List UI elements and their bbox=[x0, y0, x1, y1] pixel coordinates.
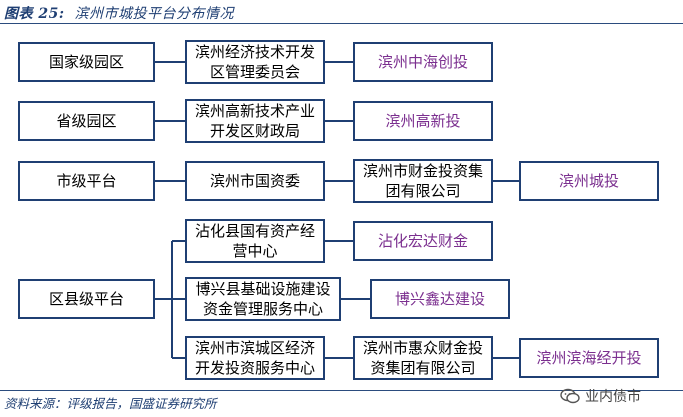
company-line: 沾化宏达财金 bbox=[377, 232, 468, 250]
agency-line: 滨州市国资委 bbox=[209, 172, 300, 190]
subsidiary-box-chengtou: 滨州城投 bbox=[519, 161, 659, 201]
figure-title: 图表 25: 滨州市城投平台分布情况 bbox=[4, 3, 234, 23]
level-box-county: 区县级平台 bbox=[18, 279, 155, 319]
agency-line: 开发投资服务中心 bbox=[194, 359, 315, 377]
agency-box-binzhou-etdz: 滨州经济技术开发区管理委员会 bbox=[185, 40, 325, 84]
wechat-icon bbox=[560, 388, 580, 404]
source-note: 资料来源：评级报告，国盛证券研究所 bbox=[4, 396, 217, 411]
agency-line: 资金管理服务中心 bbox=[202, 300, 323, 318]
watermark-text: 业内债市 bbox=[585, 389, 641, 405]
subsidiary-line: 滨州城投 bbox=[558, 172, 619, 190]
agency-box-bincheng: 滨州市滨城区经济开发投资服务中心 bbox=[185, 336, 325, 380]
company-line: 资集团有限公司 bbox=[370, 359, 476, 377]
level-label: 省级园区 bbox=[56, 112, 117, 130]
company-line: 滨州中海创投 bbox=[377, 53, 468, 71]
agency-box-sasac: 滨州市国资委 bbox=[185, 161, 325, 201]
company-box-caijin: 滨州市财金投资集团有限公司 bbox=[353, 159, 493, 203]
agency-line: 滨州经济技术开发 bbox=[194, 43, 315, 61]
company-line: 博兴鑫达建设 bbox=[394, 290, 485, 308]
agency-line: 滨州高新技术产业 bbox=[194, 102, 315, 120]
agency-line: 沾化县国有资产经 bbox=[194, 222, 315, 240]
agency-line: 博兴县基础设施建设 bbox=[195, 280, 331, 298]
level-label: 国家级园区 bbox=[48, 53, 124, 71]
company-box-gaoxintou: 滨州高新投 bbox=[353, 101, 493, 141]
top-rule bbox=[0, 23, 683, 24]
agency-line: 滨州市滨城区经济 bbox=[194, 339, 315, 357]
company-line: 滨州市惠众财金投 bbox=[362, 339, 483, 357]
company-line: 滨州市财金投资集 bbox=[362, 162, 483, 180]
company-box-huizhong: 滨州市惠众财金投资集团有限公司 bbox=[353, 336, 493, 380]
agency-line: 营中心 bbox=[232, 242, 278, 260]
agency-box-boxing: 博兴县基础设施建设资金管理服务中心 bbox=[185, 277, 341, 321]
level-box-municipal: 市级平台 bbox=[18, 161, 155, 201]
figure-caption: 滨州市城投平台分布情况 bbox=[74, 6, 235, 22]
subsidiary-box-binhai: 滨州滨海经开投 bbox=[519, 338, 659, 378]
company-box-zhonghai: 滨州中海创投 bbox=[353, 42, 493, 82]
watermark: 业内债市 bbox=[560, 386, 641, 406]
company-line: 团有限公司 bbox=[385, 182, 461, 200]
bottom-rule bbox=[0, 390, 683, 391]
agency-box-binzhou-hitech: 滨州高新技术产业开发区财政局 bbox=[185, 99, 325, 143]
level-box-national: 国家级园区 bbox=[18, 42, 155, 82]
agency-line: 区管理委员会 bbox=[209, 63, 300, 81]
subsidiary-line: 滨州滨海经开投 bbox=[536, 349, 642, 367]
level-label: 市级平台 bbox=[56, 172, 117, 190]
company-box-hongda: 沾化宏达财金 bbox=[353, 221, 493, 261]
agency-box-zhanhua: 沾化县国有资产经营中心 bbox=[185, 219, 325, 263]
company-box-xinda: 博兴鑫达建设 bbox=[370, 279, 510, 319]
figure-number: 图表 25: bbox=[4, 6, 65, 22]
level-label: 区县级平台 bbox=[48, 290, 124, 308]
company-line: 滨州高新投 bbox=[385, 112, 461, 130]
agency-line: 开发区财政局 bbox=[209, 122, 300, 140]
level-box-provincial: 省级园区 bbox=[18, 101, 155, 141]
